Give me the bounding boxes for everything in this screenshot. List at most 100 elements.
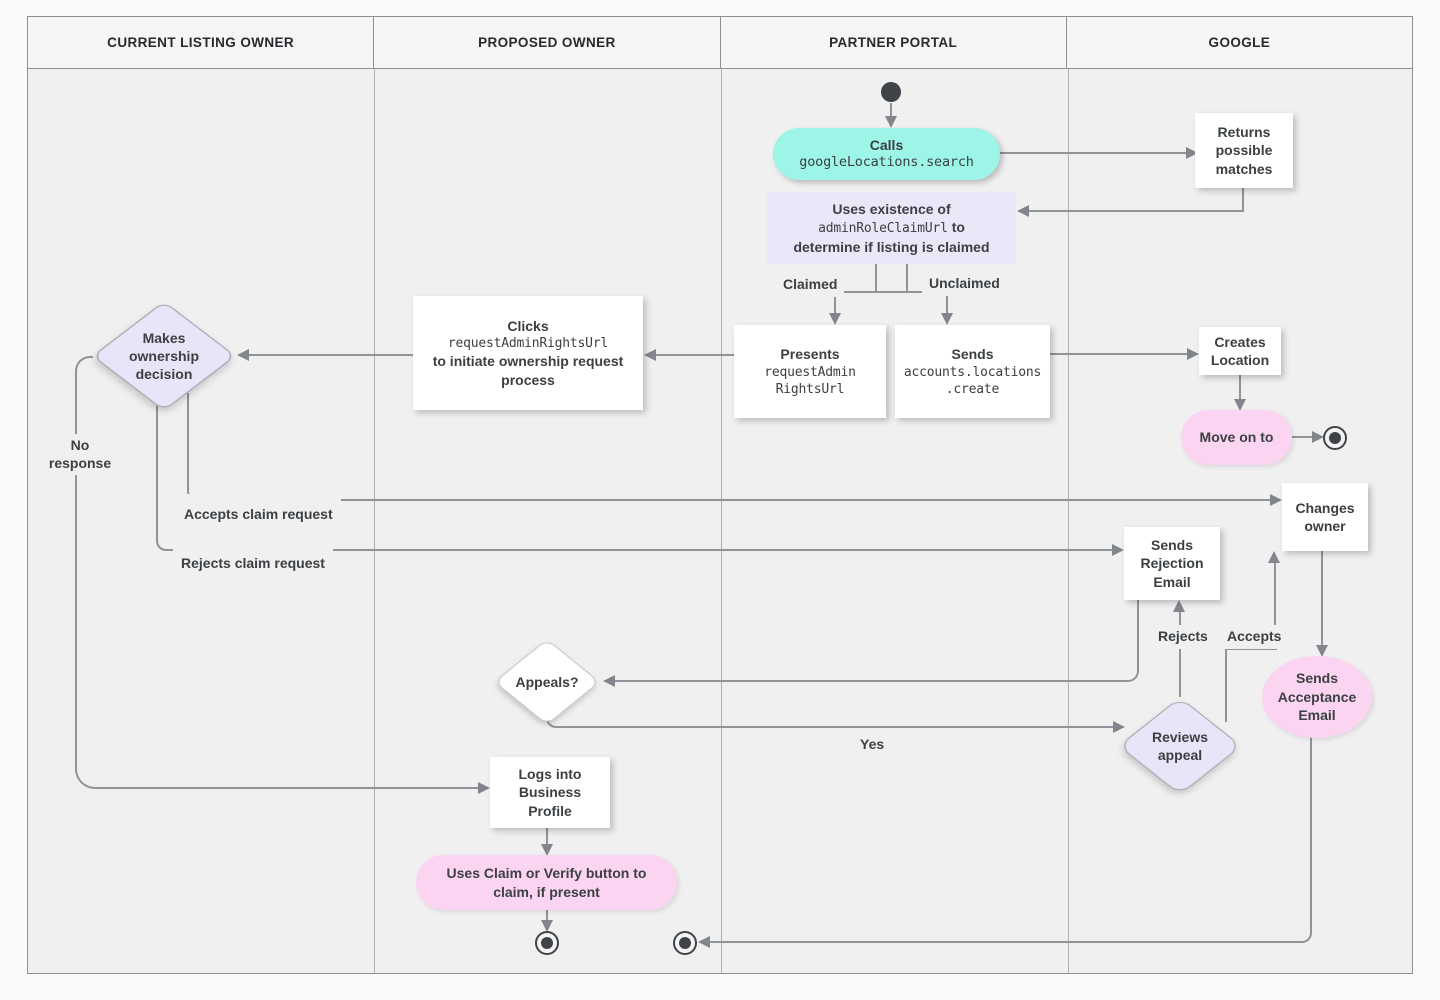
connector-segment <box>1179 611 1181 697</box>
connector-segment <box>1274 562 1276 650</box>
node-logs-into-business-profile: Logs into Business Profile <box>490 757 610 828</box>
edge-label-rejects: Rejects <box>1152 625 1214 649</box>
end-node <box>535 931 559 955</box>
node-text: Sends Acceptance Email <box>1277 670 1357 724</box>
edge-label-accepts-claim-request: Accepts claim request <box>176 494 341 528</box>
connector-segment <box>187 393 189 492</box>
connector-segment <box>946 291 948 315</box>
arrowhead <box>829 313 841 325</box>
node-presents-request-admin-rights-url: Presents requestAdmin RightsUrl <box>734 325 886 418</box>
edge-label-accepts: Accepts <box>1221 625 1288 649</box>
node-code-line2: .create <box>945 381 1000 397</box>
connector-segment <box>1292 436 1314 438</box>
connector-segment <box>75 371 77 770</box>
node-text: Logs into Business Profile <box>518 765 582 819</box>
connector-segment <box>834 291 949 293</box>
node-code-line1: requestAdmin <box>764 364 856 380</box>
end-node <box>1323 426 1347 450</box>
lane-divider <box>721 69 722 973</box>
arrowhead <box>941 313 953 325</box>
connector-segment <box>556 726 1114 728</box>
arrowhead <box>885 116 897 128</box>
arrowhead <box>1187 348 1199 360</box>
connector-segment <box>1239 375 1241 401</box>
arrowhead <box>1173 600 1185 612</box>
arrowhead <box>237 349 249 361</box>
node-text: Uses Claim or Verify button to claim, if… <box>446 865 647 900</box>
arrowhead <box>478 782 490 794</box>
arrowhead <box>1113 721 1125 733</box>
arrowhead <box>541 920 553 932</box>
connector-segment <box>890 103 892 119</box>
node-text: Returns possible matches <box>1215 123 1273 177</box>
node-move-on-to: Move on to <box>1181 410 1292 465</box>
arrowhead <box>1270 494 1282 506</box>
node-text: Makes ownership decision <box>128 329 199 383</box>
node-text: Reviews appeal <box>1151 728 1209 763</box>
node-text: Creates Location <box>1210 333 1270 368</box>
lane-divider <box>374 69 375 973</box>
connector-segment <box>1137 600 1139 673</box>
edge-label-yes: Yes <box>853 733 892 757</box>
arrowhead <box>1234 399 1246 411</box>
connector-segment <box>1310 736 1312 934</box>
arrowhead <box>698 936 710 948</box>
node-code: requestAdminRightsUrl <box>447 336 609 352</box>
connector-corner <box>75 356 93 371</box>
arrowhead <box>1312 431 1324 443</box>
node-text: Sends Rejection Email <box>1140 536 1204 590</box>
node-text: Appeals? <box>515 673 579 690</box>
node-text: Move on to <box>1199 429 1274 446</box>
node-reviews-appeal: Reviews appeal <box>1118 696 1242 796</box>
arrowhead <box>644 349 656 361</box>
node-sends-accounts-locations-create: Sends accounts.locations .create <box>895 325 1050 418</box>
node-line1: Uses existence of <box>832 200 951 217</box>
node-code: adminRoleClaimUrl <box>818 221 948 237</box>
connector-segment <box>1028 210 1244 212</box>
node-clicks-request-admin-rights-url: Clicks requestAdminRightsUrl to initiate… <box>413 296 643 410</box>
connector-corner <box>156 541 167 551</box>
node-title: Clicks <box>507 317 549 334</box>
connector-segment <box>615 680 1128 682</box>
connector-segment <box>1321 551 1323 647</box>
lane-header-row: CURRENT LISTING OWNER PROPOSED OWNER PAR… <box>28 17 1412 69</box>
node-title: Presents <box>780 346 840 363</box>
connector-segment <box>546 910 548 923</box>
lane-header-current-listing-owner: CURRENT LISTING OWNER <box>28 17 375 68</box>
connector-segment <box>1225 648 1277 650</box>
node-title: Sends <box>951 346 994 363</box>
node-makes-ownership-decision: Makes ownership decision <box>91 301 237 411</box>
arrowhead <box>1017 205 1029 217</box>
node-sends-rejection-email: Sends Rejection Email <box>1124 527 1220 600</box>
node-creates-location: Creates Location <box>1199 327 1281 375</box>
node-rest: to initiate ownership request process <box>432 353 624 388</box>
connector-corner <box>546 717 557 728</box>
connector-segment <box>1050 353 1188 355</box>
connector-segment <box>166 549 1113 551</box>
connector-segment <box>1000 152 1188 154</box>
edge-label-claimed: Claimed <box>776 273 845 297</box>
start-node <box>881 82 901 102</box>
lane-header-partner-portal: PARTNER PORTAL <box>721 17 1067 68</box>
connector-segment <box>156 406 158 542</box>
connector-segment <box>710 941 1302 943</box>
node-line2-suffix: to <box>951 219 965 236</box>
connector-segment <box>546 828 548 848</box>
node-uses-claim-or-verify-button: Uses Claim or Verify button to claim, if… <box>416 855 677 910</box>
connector-segment <box>1242 188 1244 211</box>
node-code-line1: accounts.locations <box>903 364 1042 380</box>
node-returns-possible-matches: Returns possible matches <box>1195 113 1293 188</box>
edge-label-rejects-claim-request: Rejects claim request <box>173 545 333 577</box>
node-line3: determine if listing is claimed <box>793 238 990 255</box>
edge-label-unclaimed: Unclaimed <box>922 272 1007 296</box>
end-node <box>673 931 697 955</box>
connector-segment <box>656 354 734 356</box>
arrowhead <box>1316 645 1328 657</box>
arrowhead <box>1268 551 1280 563</box>
lane-divider <box>1068 69 1069 973</box>
node-text: Changes owner <box>1295 499 1355 534</box>
arrowhead <box>603 675 615 687</box>
